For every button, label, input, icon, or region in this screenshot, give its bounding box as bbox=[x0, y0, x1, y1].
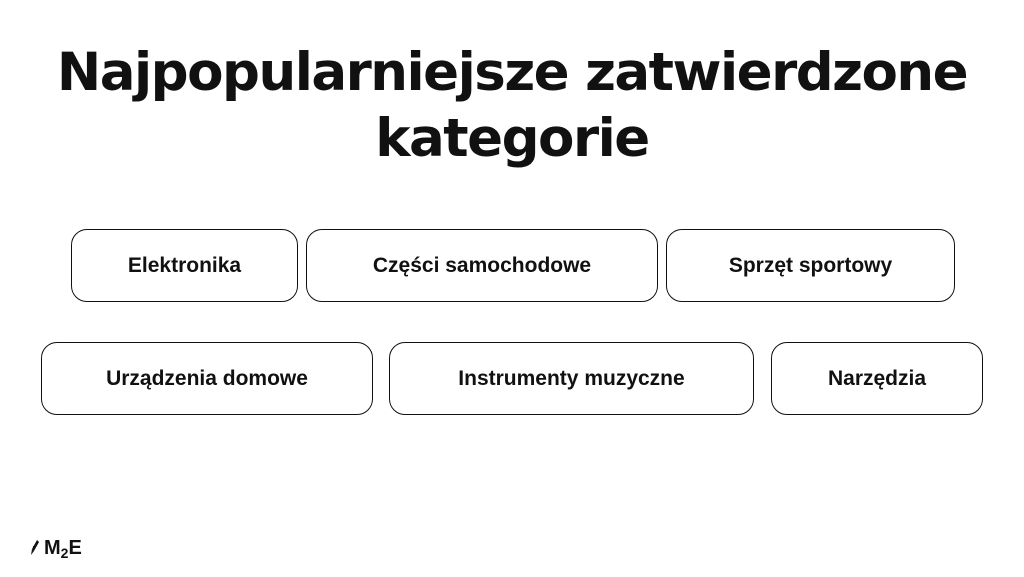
category-urzadzenia-domowe: Urządzenia domowe bbox=[41, 342, 373, 415]
category-sprzet-sportowy: Sprzęt sportowy bbox=[666, 229, 955, 302]
category-label: Elektronika bbox=[127, 253, 242, 277]
category-label: Instrumenty muzyczne bbox=[458, 366, 685, 390]
m2e-logo: M2E bbox=[30, 535, 82, 561]
category-label: Urządzenia domowe bbox=[106, 366, 308, 390]
category-label: Części samochodowe bbox=[372, 253, 592, 277]
category-elektronika: Elektronika bbox=[71, 229, 298, 302]
category-label: Narzędzia bbox=[827, 366, 927, 390]
category-czesci-samochodowe: Części samochodowe bbox=[306, 229, 658, 302]
category-instrumenty-muzyczne: Instrumenty muzyczne bbox=[389, 342, 754, 415]
page-title: Najpopularniejsze zatwierdzone kategorie bbox=[56, 42, 969, 169]
category-label: Sprzęt sportowy bbox=[728, 253, 893, 277]
logo-text: M2E bbox=[44, 536, 82, 561]
category-narzedzia: Narzędzia bbox=[771, 342, 983, 415]
rocket-icon bbox=[31, 540, 39, 555]
